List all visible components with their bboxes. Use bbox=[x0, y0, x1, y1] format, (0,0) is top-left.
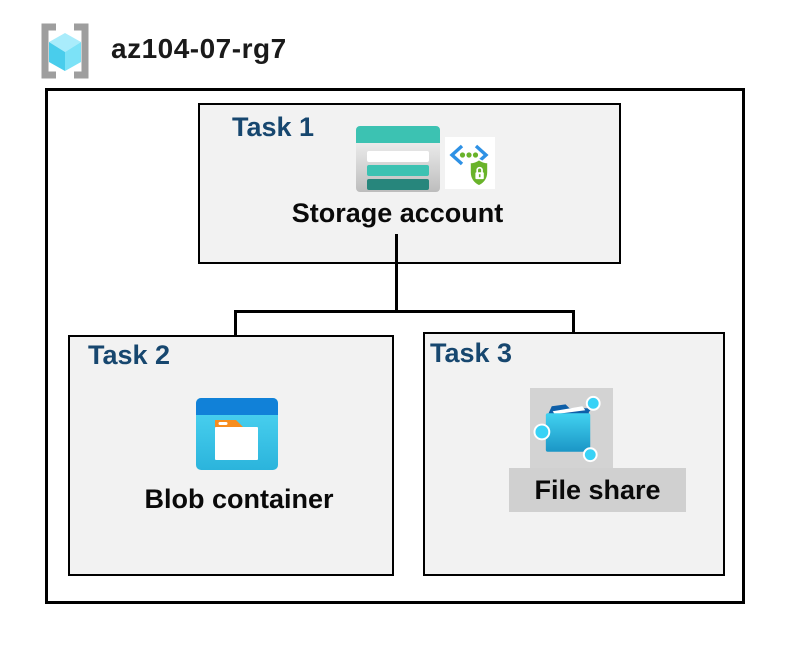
file-share-label-highlight: File share bbox=[509, 468, 686, 512]
task2-label: Task 2 bbox=[88, 340, 171, 370]
task2-box: Task 2 Blob container bbox=[68, 335, 394, 576]
file-share-icon bbox=[533, 395, 601, 463]
secure-access-icon bbox=[445, 137, 495, 189]
file-share-label: File share bbox=[534, 475, 661, 505]
task3-box: Task 3 File share bbox=[423, 332, 725, 576]
task1-label: Task 1 bbox=[232, 112, 315, 142]
resource-group-icon bbox=[41, 23, 89, 79]
blob-container-label: Blob container bbox=[144, 484, 334, 514]
task3-label: Task 3 bbox=[430, 338, 513, 368]
connector-storage-stem bbox=[395, 234, 398, 312]
storage-account-label: Storage account bbox=[291, 198, 504, 228]
file-share-icon-highlight bbox=[530, 388, 613, 470]
resource-group-name: az104-07-rg7 bbox=[111, 33, 287, 64]
blob-container-icon bbox=[196, 398, 278, 470]
connector-branch bbox=[234, 310, 575, 313]
task1-box: Task 1 Storage account bbox=[198, 103, 621, 264]
storage-account-icon bbox=[356, 126, 440, 192]
